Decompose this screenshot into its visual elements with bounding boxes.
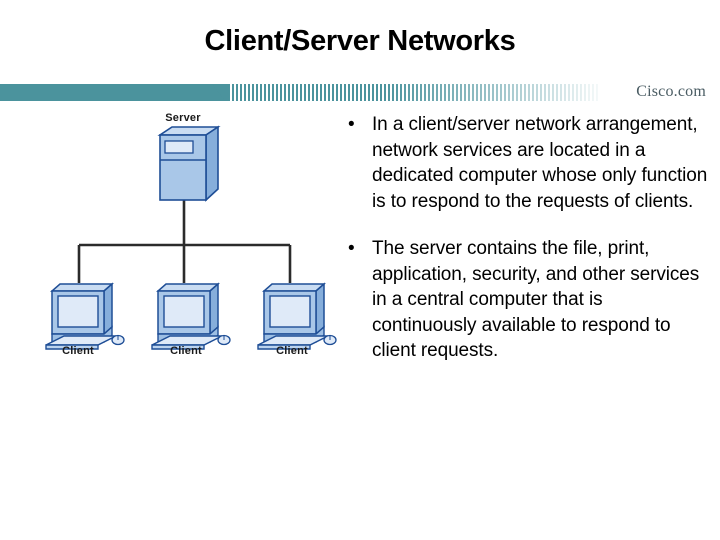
cisco-banner: Cisco.com bbox=[0, 83, 720, 104]
bullet-marker-icon: • bbox=[348, 238, 355, 259]
client-label-3: Client bbox=[276, 345, 308, 357]
bullet-item-2: • The server contains the file, print, a… bbox=[340, 236, 712, 364]
bullet-item-1: • In a client/server network arrangement… bbox=[340, 112, 712, 214]
page-title: Client/Server Networks bbox=[204, 25, 516, 57]
banner-stripe-pattern bbox=[228, 84, 600, 101]
client-label-2: Client bbox=[170, 345, 202, 357]
bullet-text-2: The server contains the file, print, app… bbox=[372, 238, 700, 361]
client-icon-3 bbox=[257, 282, 337, 350]
bullet-list: • In a client/server network arrangement… bbox=[340, 112, 712, 386]
bullet-marker-icon: • bbox=[348, 114, 355, 135]
server-icon bbox=[157, 125, 221, 202]
client-icon-1 bbox=[45, 282, 125, 350]
cisco-brand-label: Cisco.com bbox=[636, 83, 706, 100]
bullet-text-1: In a client/server network arrangement, … bbox=[372, 114, 708, 212]
server-label: Server bbox=[165, 112, 201, 124]
network-topology-diagram: Server Client Client Client bbox=[20, 108, 340, 370]
banner-solid-bar bbox=[0, 84, 228, 101]
client-label-1: Client bbox=[62, 345, 94, 357]
network-links bbox=[77, 200, 292, 283]
client-icon-2 bbox=[151, 282, 231, 350]
